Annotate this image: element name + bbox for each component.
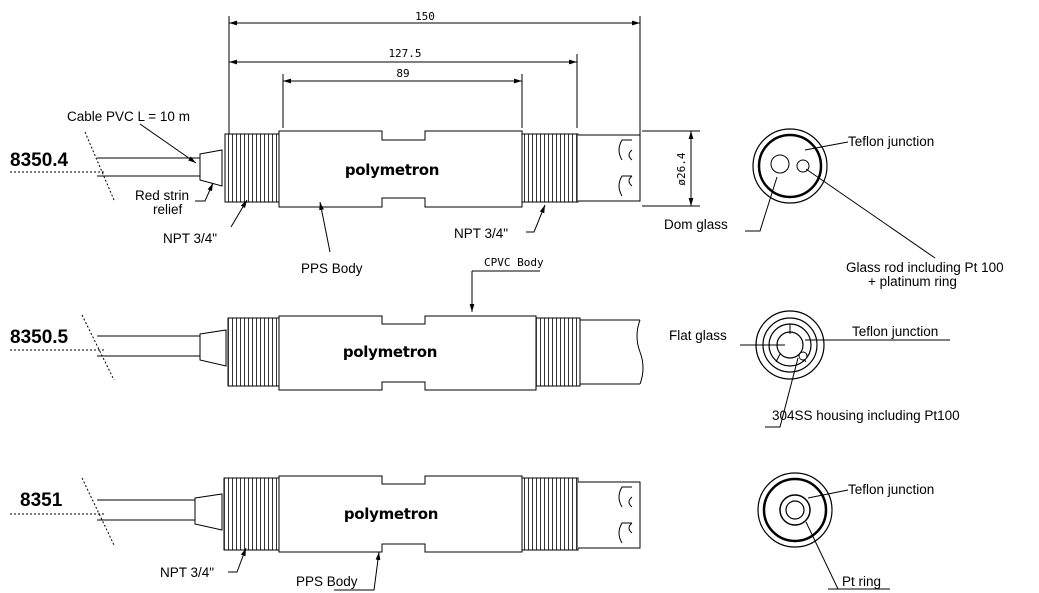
brand-logo-8351: polymetron bbox=[344, 505, 438, 523]
model-label-8351: 8351 bbox=[20, 490, 63, 511]
cable-label: Cable PVC L = 10 m bbox=[67, 109, 190, 124]
model-label-8350-5: 8350.5 bbox=[10, 327, 69, 348]
probe-8350-5: 8350.5 polymetron bbox=[10, 314, 644, 391]
npt-label-left-8350-4: NPT 3/4" bbox=[163, 231, 217, 246]
glass-rod-label-2: + platinum ring bbox=[868, 274, 957, 289]
model-label-8350-4: 8350.4 bbox=[10, 150, 69, 171]
cpvc-body-label: CPVC Body bbox=[484, 256, 544, 269]
dim-thread-span: 127.5 bbox=[388, 47, 421, 60]
npt-label-8351: NPT 3/4" bbox=[160, 565, 214, 580]
probe-8350-4: 8350.4 polymetron bbox=[10, 130, 641, 208]
pt-ring-label: Pt ring bbox=[842, 574, 881, 589]
housing-label: 304SS housing including Pt100 bbox=[772, 408, 960, 423]
strain-relief-label-2: relief bbox=[153, 202, 183, 217]
end-view-8350-5 bbox=[755, 310, 825, 380]
glass-rod-label-1: Glass rod including Pt 100 bbox=[846, 260, 1004, 275]
probe-8351: 8351 polymetron bbox=[10, 475, 641, 553]
brand-logo-8350-4: polymetron bbox=[345, 161, 439, 179]
teflon-junction-label-8350-5: Teflon junction bbox=[852, 324, 938, 339]
end-view-8350-4 bbox=[752, 128, 828, 204]
dim-overall: 150 bbox=[415, 10, 435, 23]
pps-body-label-8351: PPS Body bbox=[296, 574, 358, 589]
dom-glass-label: Dom glass bbox=[664, 217, 728, 232]
npt-label-right-8350-4: NPT 3/4" bbox=[454, 226, 508, 241]
teflon-junction-label-8350-4: Teflon junction bbox=[848, 134, 934, 149]
flat-glass-label: Flat glass bbox=[669, 328, 727, 343]
dim-body-span: 89 bbox=[396, 67, 409, 80]
brand-logo-8350-5: polymetron bbox=[343, 343, 437, 361]
strain-relief-label-1: Red strin bbox=[135, 188, 189, 203]
teflon-junction-label-8351: Teflon junction bbox=[848, 482, 934, 497]
pps-body-label-8350-4: PPS Body bbox=[301, 261, 363, 276]
dim-diameter: ø26.4 bbox=[675, 152, 688, 185]
end-view-8351 bbox=[757, 472, 833, 548]
